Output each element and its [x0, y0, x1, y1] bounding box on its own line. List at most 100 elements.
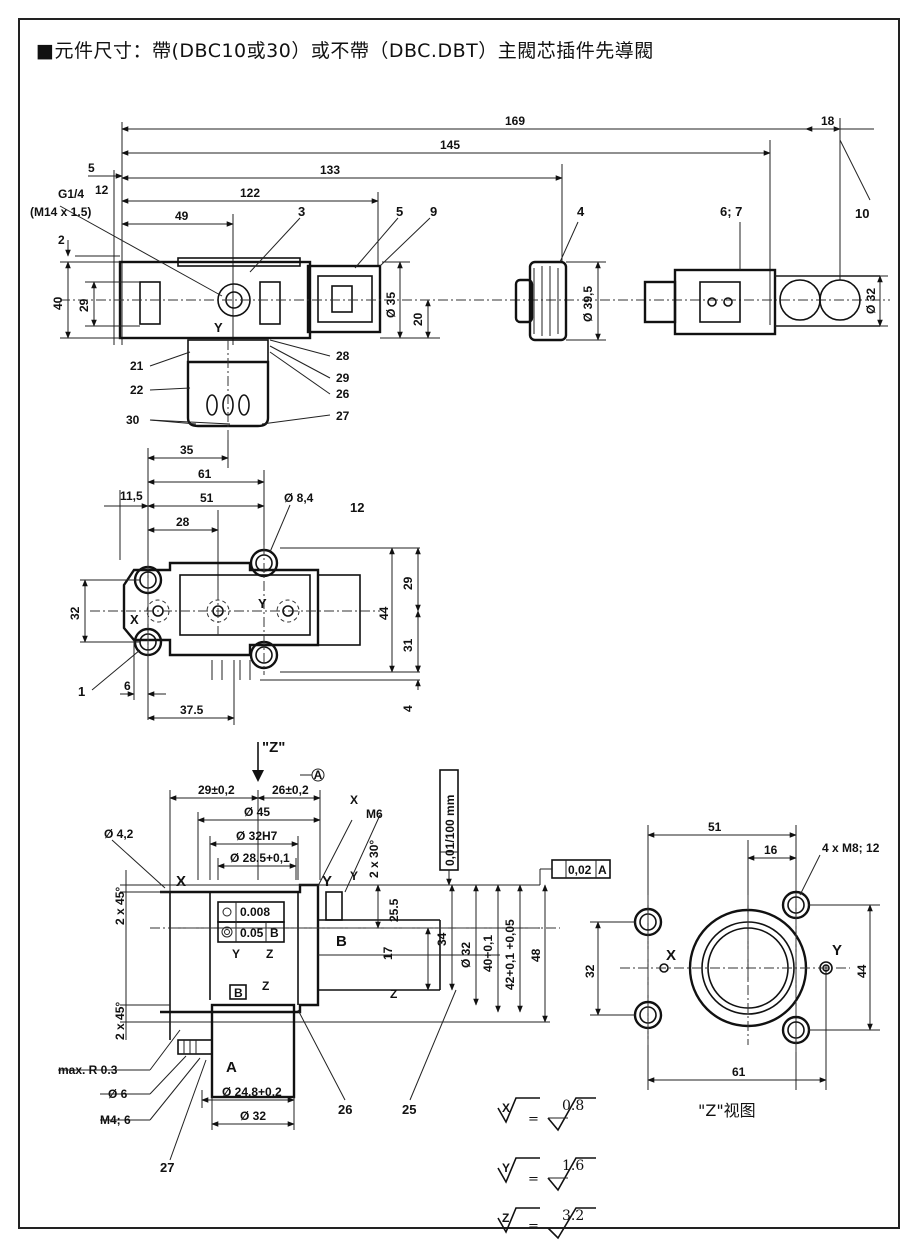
dim-145: 145	[440, 138, 460, 152]
dim-44-bottom: 44	[377, 606, 391, 620]
roughness-mark-y-2: Y	[350, 869, 358, 883]
callout-12: 12	[350, 500, 364, 515]
dim-26-tol: 26±0,2	[272, 783, 309, 797]
legend-value-y: 1.6	[562, 1158, 584, 1174]
dim-29: 29	[77, 298, 91, 312]
label-max-r: max. R 0.3	[58, 1063, 118, 1077]
legend-symbol-x: X	[502, 1101, 510, 1115]
datum-box-b: B	[234, 986, 243, 1000]
callout-27-section: 27	[160, 1160, 174, 1175]
port-y-section: Y	[322, 873, 332, 890]
dim-34: 34	[435, 932, 449, 946]
callout-26-section: 26	[338, 1102, 352, 1117]
dim-37-5: 37.5	[180, 703, 204, 717]
dim-12: 12	[95, 183, 109, 197]
callout-21: 21	[130, 359, 144, 373]
callout-27-top: 27	[336, 409, 350, 423]
dim-dia-32-lock: Ø 32	[864, 288, 878, 314]
callout-25: 25	[402, 1102, 416, 1117]
label-m4-6: M4; 6	[100, 1113, 131, 1127]
dim-20: 20	[411, 312, 425, 326]
dim-dia-32-section: Ø 32	[459, 942, 473, 968]
dim-61-z: 61	[732, 1065, 746, 1079]
callout-29: 29	[336, 371, 350, 385]
roughness-mark-z-1: Z	[266, 947, 273, 961]
datum-a-symbol: A	[314, 768, 323, 782]
roughness-mark-x: X	[350, 793, 358, 807]
dim-48: 48	[529, 948, 543, 962]
dim-40: 40	[51, 296, 65, 310]
top-view	[59, 118, 890, 440]
callout-30: 30	[126, 413, 140, 427]
port-x-section: X	[176, 873, 186, 890]
frame-concentricity: 0.05	[240, 926, 264, 940]
dim-11-5: 11,5	[120, 489, 143, 503]
port-x-bottom: X	[130, 612, 139, 627]
dim-122: 122	[240, 186, 260, 200]
dim-44-z: 44	[855, 964, 869, 978]
dim-6: 6	[124, 679, 131, 693]
port-thread-g14: G1/4	[58, 187, 84, 201]
legend-equals-z: =	[528, 1219, 539, 1234]
port-thread-m14: (M14 x 1.5)	[30, 205, 91, 219]
dim-31: 31	[401, 638, 415, 652]
dim-32-z: 32	[583, 964, 597, 978]
dim-2: 2	[58, 233, 65, 247]
dim-16: 16	[764, 843, 778, 857]
dim-51-z: 51	[708, 820, 722, 834]
port-a-section: A	[226, 1059, 237, 1076]
callout-10: 10	[855, 206, 869, 221]
dim-40-tol: 40+0,1	[481, 935, 495, 972]
dim-49: 49	[175, 209, 189, 223]
dim-dia-45: Ø 45	[244, 805, 270, 819]
port-b-section: B	[336, 933, 347, 950]
legend-equals-y: =	[528, 1172, 539, 1187]
dim-2x30: 2 x 30°	[367, 840, 381, 878]
legend-value-z: 3.2	[562, 1208, 584, 1224]
z-view	[590, 825, 880, 1090]
legend-equals-x: =	[528, 1112, 539, 1127]
frame-perp-value: 0,02	[568, 863, 592, 877]
port-y-top: Y	[214, 320, 223, 335]
frame-perp-datum: A	[598, 863, 607, 877]
z-view-caption: "Z"视图	[698, 1101, 756, 1120]
dim-4xm8: 4 x M8; 12	[822, 841, 880, 855]
dim-35: 35	[180, 443, 194, 457]
dim-133: 133	[320, 163, 340, 177]
roughness-mark-z-2: Z	[262, 979, 269, 993]
dim-dia-32-port-a: Ø 32	[240, 1109, 266, 1123]
callout-9: 9	[430, 204, 437, 219]
callout-6-7: 6; 7	[720, 204, 742, 219]
dim-dia-35: Ø 35	[384, 292, 398, 318]
roughness-mark-z-3: Z	[390, 987, 397, 1001]
page-title: ■元件尺寸：帶(DBC10或30）或不帶（DBC.DBT）主閥芯插件先導閥	[36, 40, 654, 62]
drawing-frame	[18, 18, 900, 1229]
dim-18: 18	[821, 114, 835, 128]
dim-dia-39-5: Ø 39,5	[581, 286, 595, 322]
frame-concentricity-datum: B	[270, 926, 279, 940]
legend-value-x: 0.8	[562, 1098, 584, 1114]
callout-3: 3	[298, 204, 305, 219]
frame-circularity: 0.008	[240, 905, 270, 919]
port-x-z: X	[666, 947, 676, 964]
dim-dia-8-4: Ø 8,4	[284, 491, 314, 505]
callout-26-top: 26	[336, 387, 350, 401]
dim-4: 4	[401, 705, 415, 712]
dim-m6: M6	[366, 807, 383, 821]
dim-29-bottom: 29	[401, 576, 415, 590]
dim-17: 17	[381, 946, 395, 960]
dim-dia-32h7: Ø 32H7	[236, 829, 278, 843]
callout-22: 22	[130, 383, 144, 397]
dim-2x45-bottom: 2 x 45°	[113, 1002, 127, 1040]
dim-42-tol: 42+0,1 +0,05	[503, 919, 517, 990]
dim-5-left: 5	[88, 161, 95, 175]
dim-61: 61	[198, 467, 212, 481]
dim-169: 169	[505, 114, 525, 128]
dim-32-bottom: 32	[68, 606, 82, 620]
legend-symbol-z: Z	[502, 1211, 509, 1225]
port-y-z: Y	[832, 942, 842, 959]
callout-5: 5	[396, 204, 403, 219]
dim-51: 51	[200, 491, 214, 505]
dim-2x45-top: 2 x 45°	[113, 887, 127, 925]
